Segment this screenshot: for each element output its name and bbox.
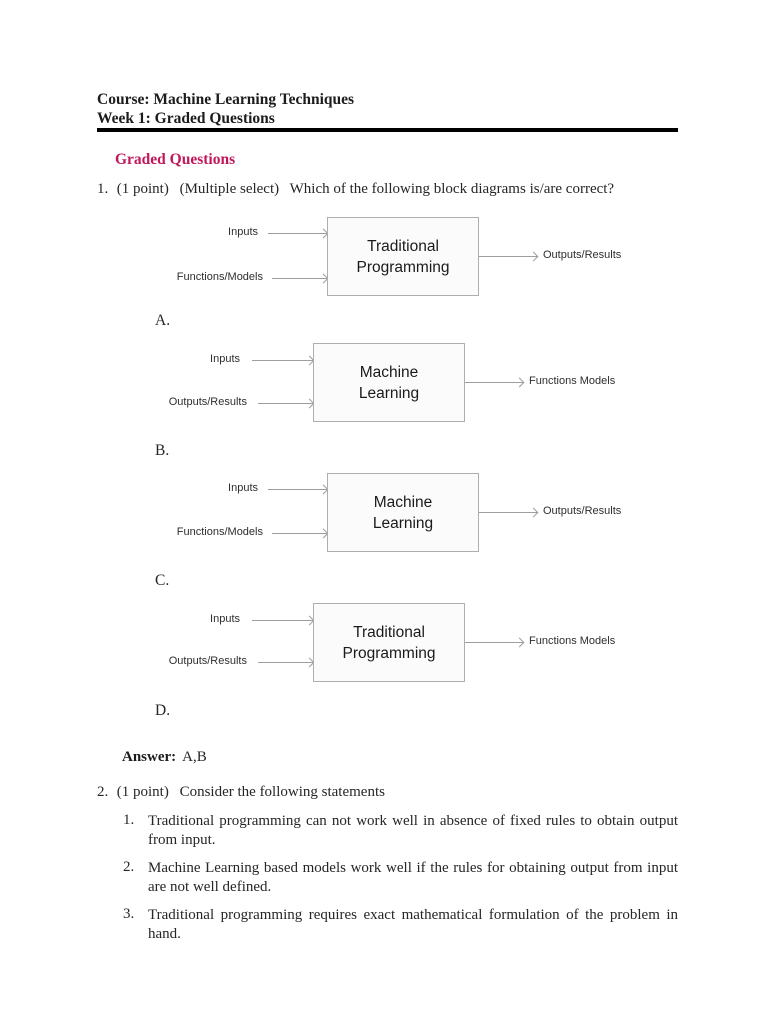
statement-item: 2. Machine Learning based models work we… (123, 859, 680, 897)
diagram-c-box-label: Machine Learning (372, 493, 434, 532)
diagram-d-process-box: Traditional Programming (313, 603, 465, 682)
question-1: 1. (1 point) (Multiple select) Which of … (97, 181, 614, 198)
diagram-b-output-label: Functions Models (529, 375, 616, 387)
answer-line: Answer: A,B (122, 749, 207, 766)
section-title: Graded Questions (115, 151, 236, 168)
arrow-right-icon (479, 256, 537, 257)
option-letter-c: C. (155, 572, 170, 589)
diagram-a-process-box: Traditional Programming (327, 217, 479, 296)
arrow-right-icon (465, 382, 523, 383)
arrow-right-icon (252, 620, 313, 621)
document-header: Course: Machine Learning Techniques Week… (97, 90, 354, 128)
statement-text: Traditional programming requires exact m… (148, 907, 678, 942)
question-1-text: Which of the following block diagrams is… (289, 181, 615, 197)
diagram-a-box-label: Traditional Programming (356, 237, 450, 276)
question-1-points: (1 point) (116, 181, 169, 197)
arrow-right-icon (258, 403, 313, 404)
statement-number: 3. (123, 906, 135, 922)
question-2: 2. (1 point) Consider the following stat… (97, 784, 385, 801)
question-2-points: (1 point) (116, 784, 169, 800)
answer-value: A,B (182, 749, 207, 765)
diagram-a-input-label-2: Functions/Models (176, 271, 263, 283)
week-title: Week 1: Graded Questions (97, 110, 275, 127)
option-letter-b: B. (155, 442, 170, 459)
diagram-c-output-label: Outputs/Results (543, 505, 622, 517)
diagram-d-input-label-1: Inputs (210, 613, 240, 625)
statement-text: Machine Learning based models work well … (148, 860, 678, 895)
diagram-c-input-label-1: Inputs (228, 482, 258, 494)
course-title: Course: Machine Learning Techniques (97, 91, 355, 108)
arrow-right-icon (272, 533, 327, 534)
diagram-d-output-label: Functions Models (529, 635, 616, 647)
diagram-d-input-label-2: Outputs/Results (168, 655, 247, 667)
statement-number: 2. (123, 859, 135, 875)
header-rule (97, 128, 678, 132)
arrow-right-icon (268, 489, 327, 490)
arrow-right-icon (272, 278, 327, 279)
diagram-b-input-label-1: Inputs (210, 353, 240, 365)
diagram-a-input-label-1: Inputs (228, 226, 258, 238)
diagram-d-box-label: Traditional Programming (342, 623, 436, 662)
diagram-b-box-label: Machine Learning (358, 363, 420, 402)
diagram-b-process-box: Machine Learning (313, 343, 465, 422)
statement-item: 3. Traditional programming requires exac… (123, 906, 680, 944)
statement-list: 1. Traditional programming can not work … (123, 812, 680, 953)
arrow-right-icon (258, 662, 313, 663)
option-letter-d: D. (155, 702, 171, 719)
option-letter-a: A. (155, 312, 171, 329)
arrow-right-icon (252, 360, 313, 361)
question-1-tag: (Multiple select) (179, 181, 280, 197)
question-1-number: 1. (97, 181, 109, 197)
question-2-text: Consider the following statements (179, 784, 385, 800)
arrow-right-icon (465, 642, 523, 643)
arrow-right-icon (479, 512, 537, 513)
diagram-a-output-label: Outputs/Results (543, 249, 622, 261)
diagram-b-input-label-2: Outputs/Results (168, 396, 247, 408)
statement-text: Traditional programming can not work wel… (148, 813, 678, 848)
arrow-right-icon (268, 233, 327, 234)
statement-number: 1. (123, 812, 135, 828)
diagram-c-process-box: Machine Learning (327, 473, 479, 552)
question-2-number: 2. (97, 784, 109, 800)
answer-label: Answer: (122, 749, 177, 765)
statement-item: 1. Traditional programming can not work … (123, 812, 680, 850)
diagram-c-input-label-2: Functions/Models (176, 526, 263, 538)
